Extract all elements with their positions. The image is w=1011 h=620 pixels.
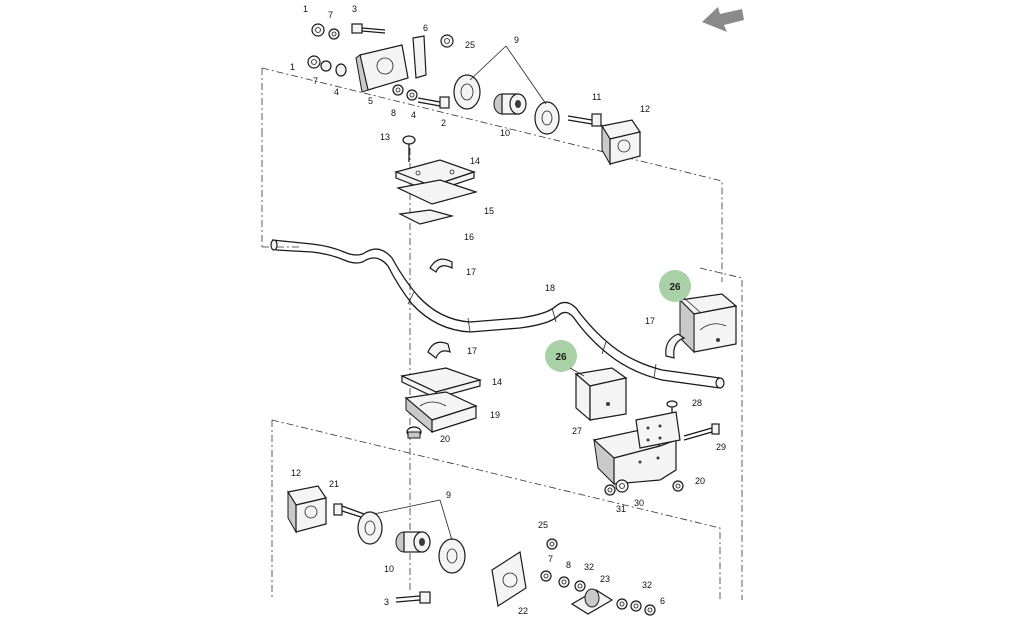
part-label: 17 (466, 267, 476, 277)
part-label: 7 (548, 554, 553, 564)
part-label: 17 (467, 346, 477, 356)
part-label: 14 (470, 156, 480, 166)
part-label: 7 (328, 10, 333, 20)
part-labels: 1 7 3 6 25 9 1 7 4 5 8 4 2 10 11 12 13 1… (290, 4, 726, 616)
part-label: 30 (634, 498, 644, 508)
part-label: 31 (616, 504, 626, 514)
part-label: 9 (446, 490, 451, 500)
part-label: 29 (716, 442, 726, 452)
part-label: 28 (692, 398, 702, 408)
part-label: 13 (380, 132, 390, 142)
part-label: 1 (290, 62, 295, 72)
badge-label: 26 (555, 352, 567, 363)
badge-label: 26 (669, 282, 681, 293)
part-label: 10 (500, 128, 510, 138)
back-arrow-icon[interactable] (702, 7, 744, 32)
right-bracket-group (574, 293, 738, 496)
assembly-outline-right (699, 267, 743, 600)
part-label: 32 (642, 580, 652, 590)
part-label: 4 (334, 87, 339, 97)
bottom-mounting-group (287, 485, 656, 616)
part-label: 6 (660, 596, 665, 606)
upper-clamp-group (394, 135, 479, 273)
highlight-badge-upper[interactable]: 26 (659, 270, 701, 313)
part-label: 5 (368, 96, 373, 106)
part-label: 25 (538, 520, 548, 530)
part-label: 11 (592, 92, 601, 102)
anti-roll-bar (270, 239, 725, 389)
part-label: 22 (518, 606, 528, 616)
part-label: 3 (352, 4, 357, 14)
part-label: 32 (584, 562, 594, 572)
part-label: 4 (411, 110, 416, 120)
part-label: 9 (514, 35, 519, 45)
part-label: 1 (303, 4, 308, 14)
assembly-outline-bottom (271, 419, 721, 600)
part-label: 3 (384, 597, 389, 607)
part-label: 14 (492, 377, 502, 387)
part-label: 2 (441, 118, 446, 128)
part-label: 7 (313, 76, 318, 86)
top-mounting-group (307, 23, 641, 166)
part-label: 15 (484, 206, 494, 216)
lower-clamp-group (400, 341, 483, 439)
part-label: 17 (645, 316, 655, 326)
part-label: 18 (545, 283, 555, 293)
part-label: 25 (465, 40, 475, 50)
part-label: 23 (600, 574, 610, 584)
part-label: 27 (572, 426, 582, 436)
part-label: 10 (384, 564, 394, 574)
part-label: 6 (423, 23, 428, 33)
part-label: 20 (440, 434, 450, 444)
assembly-outline-top (261, 67, 723, 590)
part-label: 8 (566, 560, 571, 570)
part-label: 20 (695, 476, 705, 486)
part-label: 12 (640, 104, 650, 114)
part-label: 16 (464, 232, 474, 242)
part-label: 21 (329, 479, 339, 489)
highlight-badge-lower[interactable]: 26 (545, 340, 585, 377)
part-label: 8 (391, 108, 396, 118)
part-label: 12 (291, 468, 301, 478)
part-label: 19 (490, 410, 500, 420)
